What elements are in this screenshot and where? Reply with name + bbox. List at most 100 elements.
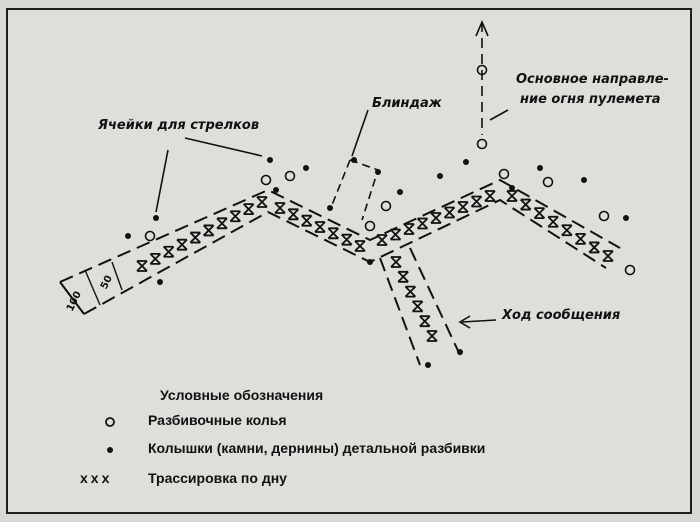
detail-peg: [303, 165, 309, 171]
xxx-mark: [390, 256, 402, 268]
xxx-mark: [189, 231, 201, 244]
xxx-mark: [403, 223, 415, 235]
detail-peg: [367, 259, 373, 265]
detail-peg: [457, 349, 463, 355]
xxx-mark: [243, 203, 255, 216]
xxx-mark: [588, 241, 600, 254]
detail-peg: [537, 165, 543, 171]
xxx-mark: [203, 224, 215, 237]
detail-peg: [327, 205, 333, 211]
xxx-mark: [426, 330, 438, 342]
detail-peg: [425, 362, 431, 368]
xxx-mark: [256, 196, 268, 208]
xxx-mark: [341, 233, 353, 246]
detail-peg: [153, 215, 159, 221]
xxx-mark: [430, 212, 442, 224]
dimension-line-outer: [84, 269, 101, 306]
xxx-mark: [404, 285, 417, 298]
marking-stake: [476, 138, 488, 150]
trench-bottom-tracing: [136, 190, 614, 342]
marking-stake: [284, 170, 296, 182]
detail-peg: [581, 177, 587, 183]
trench-end-cap: [59, 281, 85, 315]
trench-wall: [379, 257, 421, 366]
xxx-mark: [533, 207, 546, 220]
detail-pegs: [125, 157, 629, 368]
label-main-direction-2: ние огня пулемета: [520, 92, 661, 107]
arrow-head: [475, 19, 489, 37]
label-communication: Ход сообщения: [502, 308, 621, 323]
open-circle-icon: [105, 417, 115, 427]
xxx-mark: [216, 217, 228, 230]
leader-cells-b: [155, 149, 169, 213]
xxx-mark: [457, 201, 469, 213]
marking-stake: [144, 230, 156, 242]
dugout-outline: [329, 159, 379, 221]
xxx-mark: [389, 228, 402, 241]
filled-dot-icon: [107, 447, 113, 453]
xxx-mark: [416, 217, 429, 230]
marking-stake: [260, 174, 272, 186]
xxx-mark: [506, 190, 518, 202]
xxx-mark: [376, 234, 388, 246]
xxx-mark: [419, 315, 431, 328]
marking-stake: [542, 176, 554, 188]
leader-cells-a: [184, 137, 263, 157]
label-dugout: Блиндаж: [372, 96, 442, 111]
marking-stake: [598, 210, 610, 222]
marking-stake: [364, 220, 376, 232]
xxx-mark: [547, 215, 559, 228]
xxx-mark: [602, 250, 614, 262]
detail-peg: [267, 157, 273, 163]
marking-stake: [380, 200, 392, 212]
xxx-mark: [411, 300, 424, 313]
trench-wall: [83, 198, 607, 315]
xxx-mark: [149, 252, 161, 265]
legend-title: Условные обозначения: [160, 387, 324, 403]
detail-peg: [437, 173, 443, 179]
detail-peg: [273, 187, 279, 193]
marking-stake: [624, 264, 636, 276]
marking-stakes: [144, 64, 636, 276]
detail-peg: [125, 233, 131, 239]
marking-stake: [498, 168, 510, 180]
xxx-mark: [287, 208, 299, 221]
label-cells: Ячейки для стрелков: [98, 118, 260, 133]
xxx-mark: [274, 202, 286, 214]
leader-direction: [489, 109, 509, 121]
xxx-mark: [136, 260, 148, 272]
legend-item-stakes: Разбивочные колья: [148, 412, 287, 428]
detail-peg: [463, 159, 469, 165]
detail-peg: [623, 215, 629, 221]
xxx-mark: [163, 245, 175, 258]
diagram-frame: [6, 8, 692, 514]
xxx-mark: [176, 238, 188, 251]
xxx-mark: [470, 195, 483, 208]
detail-peg: [397, 189, 403, 195]
xxx-mark: [314, 221, 326, 233]
trench-wall: [59, 178, 621, 283]
legend-item-tracing: Трассировка по дну: [148, 470, 287, 486]
label-main-direction-1: Основное направле-: [516, 72, 669, 87]
legend-item-pegs: Колышки (камни, дернины) детальной разби…: [148, 440, 486, 456]
xxx-mark: [354, 240, 366, 252]
xxx-mark: [301, 214, 313, 227]
leader-communication: [461, 319, 497, 323]
xxx-mark: [561, 224, 573, 237]
xxx-icon: ххх: [80, 470, 113, 486]
leader-dugout: [351, 109, 369, 157]
dimension-line-inner: [111, 261, 123, 291]
detail-peg: [157, 279, 163, 285]
xxx-mark: [229, 210, 241, 223]
xxx-mark: [520, 198, 532, 211]
xxx-mark: [443, 206, 456, 219]
xxx-mark: [327, 227, 339, 240]
xxx-mark: [397, 270, 409, 283]
leader-arrow: [458, 315, 471, 329]
xxx-mark: [484, 190, 496, 202]
detail-peg: [509, 185, 515, 191]
annotations: [155, 19, 509, 329]
xxx-mark: [574, 232, 587, 245]
